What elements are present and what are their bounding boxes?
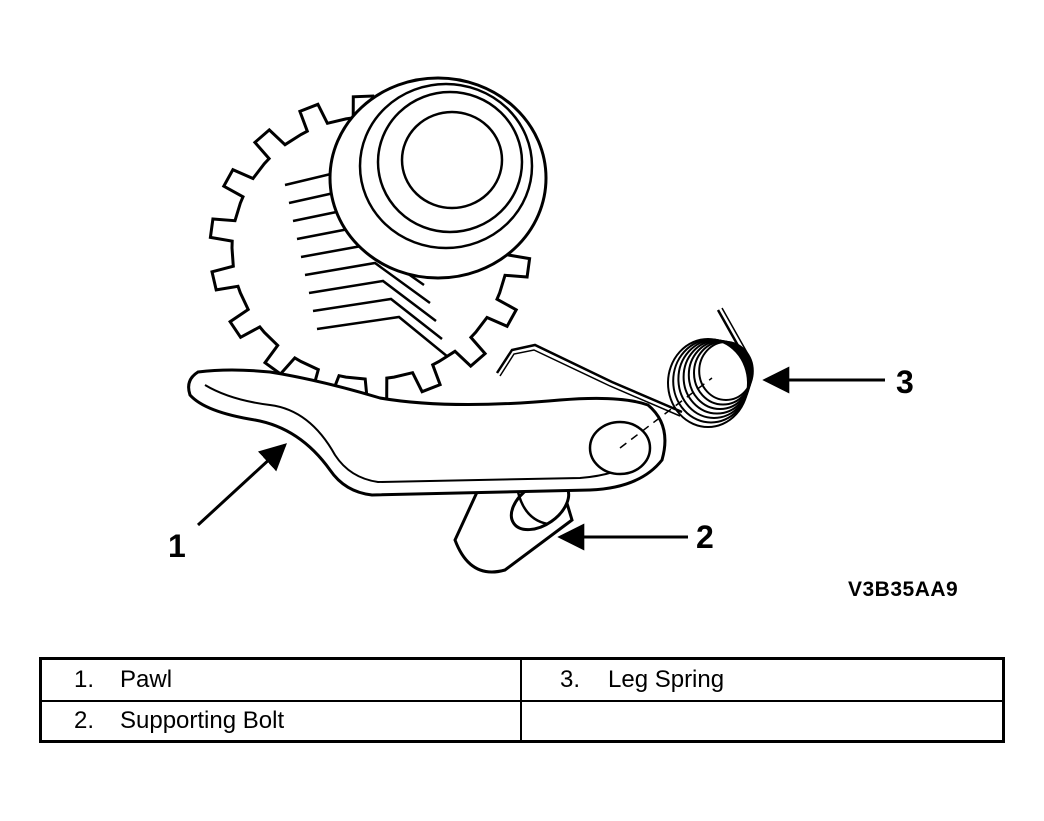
legend-text: Pawl [120, 666, 173, 693]
legend-cell [522, 701, 1002, 741]
legend-row: 1. Pawl 3. Leg Spring [42, 660, 1002, 702]
legend-cell: 3. Leg Spring [522, 660, 1002, 700]
legend-row: 2. Supporting Bolt [42, 701, 1002, 741]
legend-cell: 2. Supporting Bolt [42, 701, 522, 741]
legend-number: 1. [74, 666, 95, 693]
callout-label-1: 1 [168, 528, 186, 564]
callout-label-3: 3 [896, 364, 914, 400]
pawl-assembly-diagram [187, 76, 885, 574]
legend-text: Leg Spring [608, 666, 725, 693]
legend-cell: 1. Pawl [42, 660, 522, 700]
leg-spring [495, 307, 754, 449]
callout-arrows [196, 366, 885, 551]
callout-label-2: 2 [696, 519, 714, 555]
figure-id: V3B35AA9 [848, 578, 959, 601]
legend-text: Supporting Bolt [120, 707, 285, 734]
legend-number: 3. [560, 666, 581, 693]
legend-number: 2. [74, 707, 95, 734]
legend-table: 1. Pawl 3. Leg Spring 2. Supporting Bolt [39, 657, 1005, 743]
gear-hub [328, 76, 548, 280]
callout-arrow-1 [196, 443, 287, 527]
